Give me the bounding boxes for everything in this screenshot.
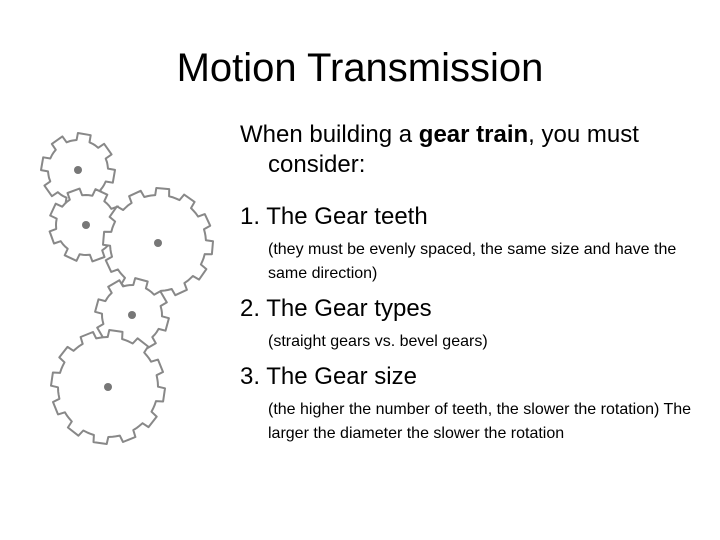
gear-hub-icon: [74, 166, 82, 174]
intro-prefix: When building a: [240, 121, 419, 148]
item-title: 2. The Gear types: [240, 295, 432, 322]
gear-hub-icon: [154, 239, 162, 247]
intro-bold: gear train: [418, 121, 529, 148]
list-item-gear-types: 2. The Gear types (straight gears vs. be…: [240, 294, 700, 354]
list-item-gear-size: 3. The Gear size (the higher the number …: [240, 362, 700, 446]
item-detail: (the higher the number of teeth, the slo…: [268, 401, 692, 442]
intro-text: When building a gear train, you must con…: [240, 120, 700, 180]
intro-suffix: , you must consider:: [268, 121, 639, 178]
item-detail: (they must be evenly spaced, the same si…: [268, 241, 677, 282]
slide-content: When building a gear train, you must con…: [240, 120, 700, 446]
slide-title: Motion Transmission: [176, 46, 544, 90]
item-title: 1. The Gear teeth: [240, 203, 428, 230]
item-detail: (straight gears vs. bevel gears): [268, 333, 488, 350]
gear-hub-icon: [104, 383, 112, 391]
list-item-gear-teeth: 1. The Gear teeth (they must be evenly s…: [240, 202, 700, 286]
gear-train-illustration: [40, 132, 214, 445]
item-title: 3. The Gear size: [240, 363, 417, 390]
gear-hub-icon: [82, 221, 90, 229]
gear-hub-icon: [128, 311, 136, 319]
